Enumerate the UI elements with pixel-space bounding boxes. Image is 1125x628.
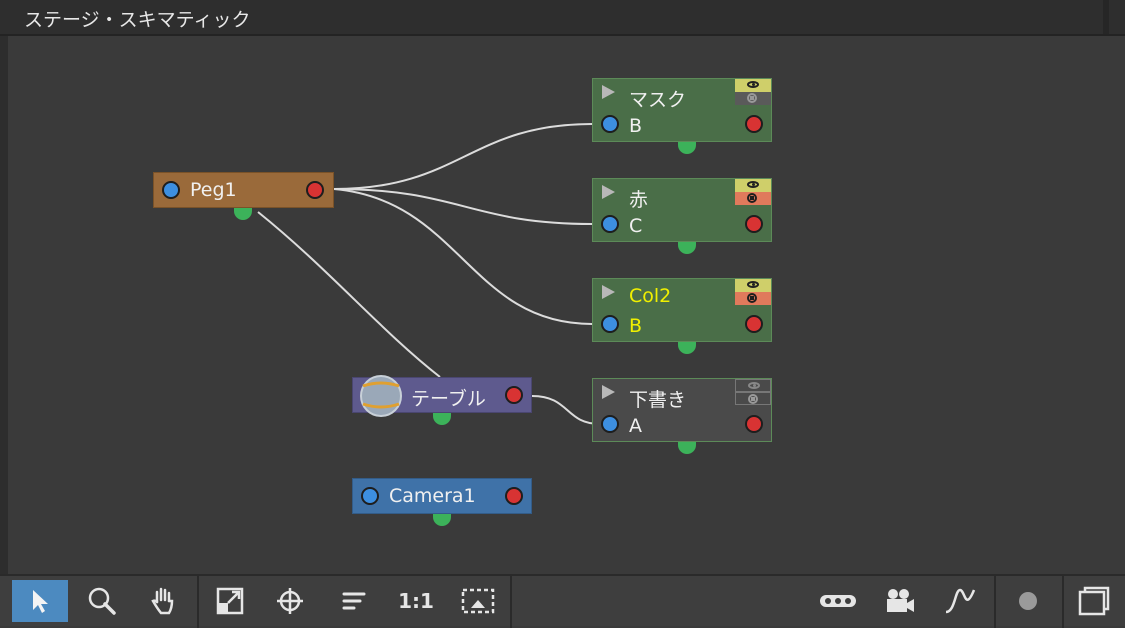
camera-view-toggle[interactable] xyxy=(735,392,771,405)
zoom-icon xyxy=(88,587,116,615)
column-output-port[interactable] xyxy=(745,215,763,233)
column-port-label: A xyxy=(629,415,642,437)
column-name: Col2 xyxy=(629,285,672,307)
reset-zoom-label: 1:1 xyxy=(398,589,434,613)
camera-output-port[interactable] xyxy=(505,487,523,505)
hand-tool-button[interactable] xyxy=(136,580,192,622)
preview-toggle[interactable] xyxy=(735,79,771,92)
window-icon xyxy=(1078,586,1110,616)
preview-toggle[interactable] xyxy=(735,379,771,392)
table-label: テーブル xyxy=(411,388,486,410)
table-icon xyxy=(360,375,402,417)
play-icon[interactable] xyxy=(602,85,615,99)
column-node-red[interactable]: 赤 C xyxy=(592,178,772,254)
column-bottom-port[interactable] xyxy=(678,442,696,454)
window-title: ステージ・スキマティック xyxy=(24,9,251,31)
selection-preview-icon xyxy=(461,588,495,614)
camera-button[interactable] xyxy=(872,580,928,622)
column-node-draft[interactable]: 下書き A xyxy=(592,378,772,454)
column-port-label: B xyxy=(629,115,643,137)
schematic-canvas[interactable] xyxy=(8,36,1125,574)
camera-icon xyxy=(887,589,914,612)
select-arrow-icon xyxy=(33,590,48,613)
column-bottom-port[interactable] xyxy=(678,242,696,254)
curve-icon xyxy=(945,588,976,614)
column-output-port[interactable] xyxy=(745,315,763,333)
eye-icon xyxy=(747,281,759,288)
camera-view-icon xyxy=(747,293,757,303)
fit-to-window-button[interactable] xyxy=(202,580,258,622)
hand-icon xyxy=(151,587,174,615)
title-bar: ステージ・スキマティック xyxy=(0,0,1125,36)
column-input-port[interactable] xyxy=(601,215,619,233)
column-output-port[interactable] xyxy=(745,415,763,433)
title-scrollbar[interactable] xyxy=(1103,0,1109,34)
zoom-tool-button[interactable] xyxy=(74,580,130,622)
column-input-port[interactable] xyxy=(601,315,619,333)
camera-view-toggle[interactable] xyxy=(735,92,771,105)
camera-view-icon xyxy=(747,93,757,103)
peg-node[interactable]: Peg1 xyxy=(153,172,334,220)
eye-icon xyxy=(747,81,759,88)
peg-input-port[interactable] xyxy=(162,181,180,199)
camera-view-toggle[interactable] xyxy=(735,192,771,205)
schematic-toolbar: 1:1 xyxy=(0,574,1125,628)
play-icon[interactable] xyxy=(602,385,615,399)
camera-input-port[interactable] xyxy=(361,487,379,505)
preview-toggle[interactable] xyxy=(735,279,771,292)
preview-toggle[interactable] xyxy=(735,179,771,192)
eye-icon xyxy=(747,181,759,188)
camera-label: Camera1 xyxy=(389,485,476,507)
column-node-mask[interactable]: マスク B xyxy=(592,78,772,154)
fit-to-window-icon xyxy=(216,587,244,615)
reset-zoom-button[interactable]: 1:1 xyxy=(388,580,444,622)
camera-node[interactable]: Camera1 xyxy=(352,478,532,526)
eye-icon xyxy=(748,382,760,389)
column-port-label: B xyxy=(629,315,643,337)
column-name: 下書き xyxy=(629,389,687,411)
column-name: 赤 xyxy=(629,189,649,211)
peg-output-port[interactable] xyxy=(306,181,324,199)
focus-target-icon xyxy=(277,588,303,614)
peg-bottom-port[interactable] xyxy=(234,208,252,220)
record-dot-icon xyxy=(1019,592,1037,610)
column-bottom-port[interactable] xyxy=(678,342,696,354)
peg-label: Peg1 xyxy=(190,179,237,201)
table-bottom-port[interactable] xyxy=(433,413,451,425)
table-output-port[interactable] xyxy=(505,386,523,404)
column-input-port[interactable] xyxy=(601,415,619,433)
play-icon[interactable] xyxy=(602,285,615,299)
column-port-label: C xyxy=(629,215,643,237)
camera-view-icon xyxy=(748,394,758,404)
record-button[interactable] xyxy=(1000,580,1056,622)
reorder-nodes-button[interactable] xyxy=(326,580,382,622)
play-icon[interactable] xyxy=(602,185,615,199)
camera-bottom-port[interactable] xyxy=(433,514,451,526)
camera-view-toggle[interactable] xyxy=(735,292,771,305)
column-bottom-port[interactable] xyxy=(678,142,696,154)
column-node-col2[interactable]: Col2 B xyxy=(592,278,772,354)
focus-selection-button[interactable] xyxy=(262,580,318,622)
column-name: マスク xyxy=(629,89,687,111)
peg-toggle-button[interactable] xyxy=(810,580,866,622)
function-curve-button[interactable] xyxy=(932,580,988,622)
preview-selection-button[interactable] xyxy=(450,580,506,622)
table-node[interactable]: テーブル xyxy=(352,375,532,425)
window-toggle-button[interactable] xyxy=(1066,580,1122,622)
column-input-port[interactable] xyxy=(601,115,619,133)
camera-view-icon xyxy=(747,193,757,203)
column-output-port[interactable] xyxy=(745,115,763,133)
peg-toggle-icon xyxy=(820,595,856,607)
left-edge xyxy=(0,36,8,574)
select-tool-button[interactable] xyxy=(12,580,68,622)
reorder-icon xyxy=(342,592,366,610)
